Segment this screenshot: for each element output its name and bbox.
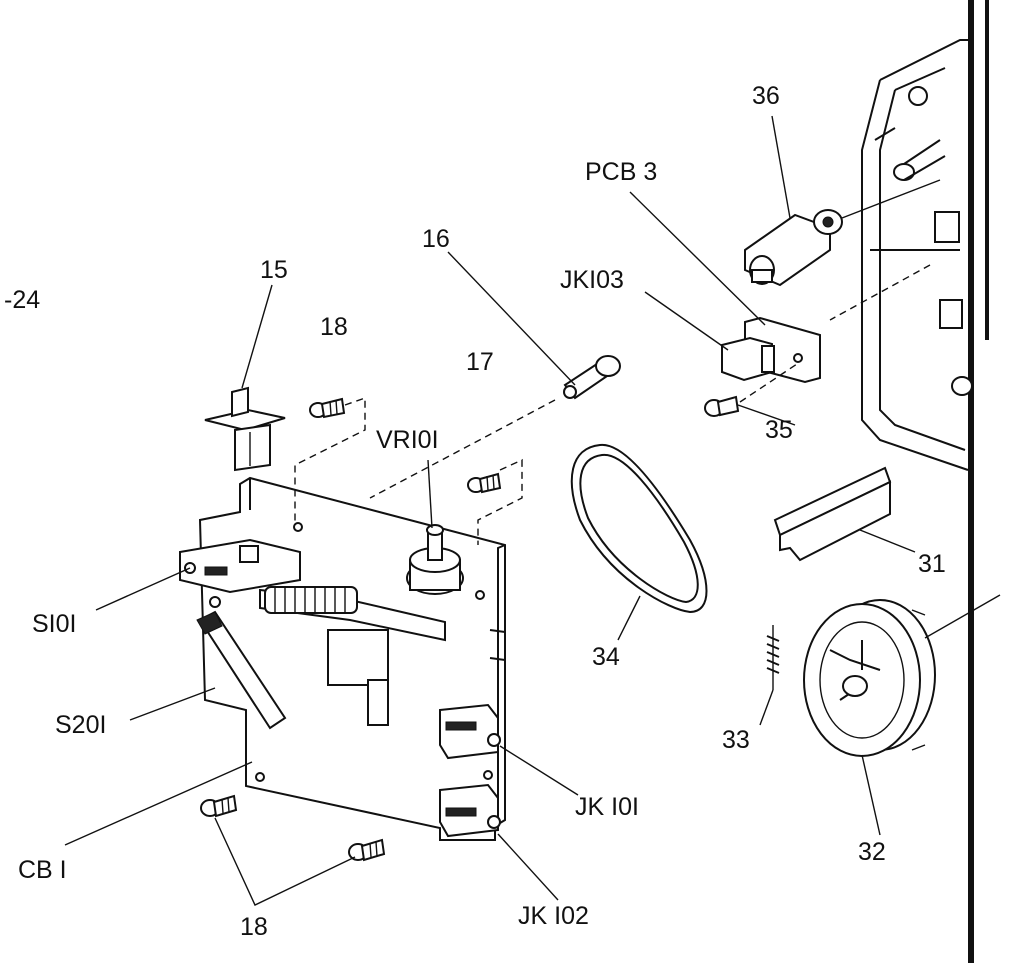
- label-jk103: JKI03: [560, 266, 624, 294]
- screw-35: [704, 395, 740, 417]
- s201-lever-switch: [196, 610, 287, 730]
- label-17: 17: [466, 348, 494, 376]
- label-s201: S20I: [55, 711, 106, 739]
- part-labels: -24 15 18 17 16 VRI0I SI0I S20I CB I 18 …: [4, 82, 946, 941]
- screw-18-bottom-right: [348, 838, 386, 862]
- dashed-alignment-lines: [294, 264, 931, 545]
- part-36-assembly: [744, 209, 843, 287]
- cb1-circuit-board: [198, 476, 506, 841]
- part-32-pulley: [803, 599, 936, 757]
- label-pcb3: PCB 3: [585, 158, 657, 186]
- shaft-coil: [264, 586, 358, 614]
- label-35: 35: [765, 416, 793, 444]
- label-jk101: JK I0I: [575, 793, 639, 821]
- s101-slide-switch: [179, 538, 301, 594]
- leader-lines: [64, 115, 1001, 906]
- part-16-pin: [563, 355, 621, 400]
- jk101-jack: [439, 703, 501, 760]
- label-32: 32: [858, 838, 886, 866]
- label-18-top: 18: [320, 313, 348, 341]
- label-24: -24: [4, 286, 40, 314]
- label-16: 16: [422, 225, 450, 253]
- part-34-belt: [570, 443, 708, 614]
- screw-18-top: [309, 397, 346, 419]
- label-vr101: VRI0I: [376, 426, 439, 454]
- label-15: 15: [260, 256, 288, 284]
- vr101-potentiometer: [259, 524, 464, 726]
- jk103-jack-pcb3: [721, 316, 821, 384]
- label-36: 36: [752, 82, 780, 110]
- chassis-frame: [861, 0, 989, 963]
- label-31: 31: [918, 550, 946, 578]
- part-15-bracket: [204, 386, 286, 472]
- label-s101: SI0I: [32, 610, 76, 638]
- label-jk102: JK I02: [518, 902, 589, 930]
- label-18-bottom: 18: [240, 913, 268, 941]
- screw-17: [467, 472, 502, 494]
- screw-18-bottom-left: [200, 794, 238, 818]
- label-34: 34: [592, 643, 620, 671]
- part-31-plate: [773, 466, 892, 562]
- label-cb1: CB I: [18, 856, 67, 884]
- part-33-spring: [766, 625, 780, 690]
- jk102-jack: [439, 783, 501, 838]
- label-33: 33: [722, 726, 750, 754]
